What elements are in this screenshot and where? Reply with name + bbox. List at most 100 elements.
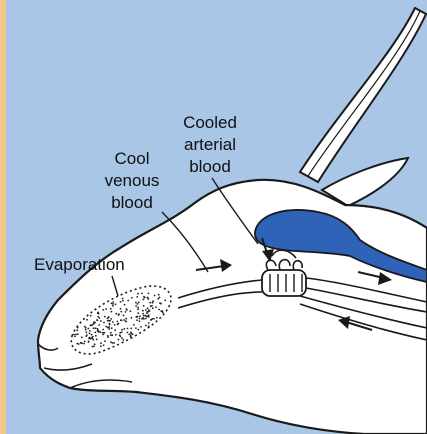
stipple-dot — [142, 299, 144, 301]
stipple-dot — [123, 328, 125, 330]
stipple-dot — [162, 312, 164, 314]
stipple-dot — [155, 306, 157, 308]
stipple-dot — [145, 309, 147, 311]
stipple-dot — [92, 336, 94, 338]
stipple-dot — [111, 327, 113, 329]
stipple-dot — [122, 298, 124, 300]
stipple-dot — [139, 318, 141, 320]
stipple-dot — [93, 327, 95, 329]
stipple-dot — [154, 295, 156, 297]
stipple-dot — [115, 303, 117, 305]
label-evaporation: Evaporation — [34, 255, 125, 274]
stipple-dot — [142, 317, 144, 319]
stipple-dot — [89, 333, 91, 335]
stipple-dot — [77, 327, 79, 329]
stipple-dot — [135, 302, 137, 304]
stipple-dot — [118, 313, 120, 315]
stipple-dot — [97, 328, 99, 330]
stipple-dot — [110, 341, 112, 343]
stipple-dot — [112, 305, 114, 307]
stipple-dot — [137, 303, 139, 305]
stipple-dot — [137, 307, 139, 309]
stipple-dot — [88, 341, 90, 343]
stipple-dot — [136, 296, 138, 298]
stipple-dot — [109, 323, 111, 325]
stipple-dot — [135, 305, 137, 307]
stipple-dot — [149, 302, 151, 304]
stipple-dot — [139, 320, 141, 322]
stipple-dot — [96, 339, 98, 341]
stipple-dot — [109, 320, 111, 322]
page-edge — [0, 0, 6, 434]
stipple-dot — [94, 332, 96, 334]
stipple-dot — [153, 318, 155, 320]
stipple-dot — [130, 310, 132, 312]
stipple-dot — [103, 344, 105, 346]
stipple-dot — [119, 332, 121, 334]
stipple-dot — [127, 300, 129, 302]
stipple-dot — [161, 310, 163, 312]
stipple-dot — [150, 305, 152, 307]
stipple-dot — [110, 332, 112, 334]
stipple-dot — [130, 336, 132, 338]
stipple-dot — [110, 308, 112, 310]
stipple-dot — [158, 294, 160, 296]
stipple-dot — [90, 338, 92, 340]
stipple-dot — [142, 313, 144, 315]
stipple-dot — [96, 319, 98, 321]
label-cool-venous-line2: venous — [105, 171, 160, 190]
stipple-dot — [125, 320, 127, 322]
stipple-dot — [130, 328, 132, 330]
stipple-dot — [90, 315, 92, 317]
stipple-dot — [102, 334, 104, 336]
stipple-dot — [115, 313, 117, 315]
stipple-dot — [122, 300, 124, 302]
stipple-dot — [112, 321, 114, 323]
stipple-dot — [147, 297, 149, 299]
stipple-dot — [74, 336, 76, 338]
label-cool-venous-line1: Cool — [115, 149, 150, 168]
stipple-dot — [139, 315, 141, 317]
stipple-dot — [137, 293, 139, 295]
stipple-dot — [114, 329, 116, 331]
stipple-dot — [148, 325, 150, 327]
label-cool-venous-line3: blood — [111, 193, 153, 212]
stipple-dot — [138, 302, 140, 304]
stipple-dot — [85, 331, 87, 333]
stipple-dot — [125, 318, 127, 320]
stipple-dot — [95, 335, 97, 337]
stipple-dot — [100, 331, 102, 333]
stipple-dot — [105, 326, 107, 328]
stipple-dot — [98, 331, 100, 333]
stipple-dot — [131, 297, 133, 299]
stipple-dot — [136, 316, 138, 318]
stipple-dot — [102, 309, 104, 311]
label-cooled-arterial-line3: blood — [189, 157, 231, 176]
stipple-dot — [108, 316, 110, 318]
stipple-dot — [145, 318, 147, 320]
stipple-dot — [121, 337, 123, 339]
stipple-dot — [137, 312, 139, 314]
stipple-dot — [85, 329, 87, 331]
stipple-dot — [89, 330, 91, 332]
stipple-dot — [90, 325, 92, 327]
stipple-dot — [157, 298, 159, 300]
stipple-dot — [135, 327, 137, 329]
stipple-dot — [117, 321, 119, 323]
stipple-dot — [81, 336, 83, 338]
stipple-dot — [156, 317, 158, 319]
label-cooled-arterial-line2: arterial — [184, 135, 236, 154]
stipple-dot — [115, 334, 117, 336]
stipple-dot — [140, 326, 142, 328]
stipple-dot — [114, 324, 116, 326]
stipple-dot — [130, 331, 132, 333]
stipple-dot — [125, 311, 127, 313]
stipple-dot — [100, 320, 102, 322]
stipple-dot — [95, 327, 97, 329]
stipple-dot — [128, 334, 130, 336]
stipple-dot — [93, 321, 95, 323]
stipple-dot — [152, 307, 154, 309]
stipple-dot — [93, 345, 95, 347]
stipple-dot — [152, 300, 154, 302]
stipple-dot — [77, 333, 79, 335]
